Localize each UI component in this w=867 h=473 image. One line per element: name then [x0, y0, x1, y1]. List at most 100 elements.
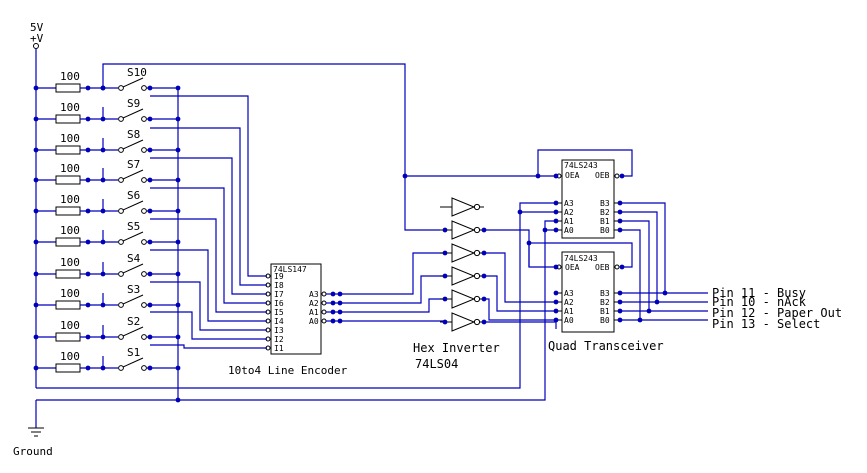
svg-text:B0: B0 [600, 316, 610, 325]
connector-pin-nack: Pin 10 - nAck [712, 295, 807, 309]
svg-text:B1: B1 [600, 217, 610, 226]
encoder-input-pin: I7 [274, 290, 284, 299]
resistor-value-label: 100 [60, 224, 80, 237]
switch-label: S6 [127, 189, 140, 202]
switch-label: S4 [127, 252, 141, 265]
transceiver-b-wires [620, 202, 708, 323]
power-terminal-icon [33, 43, 39, 49]
connector-pin-busy: Pin 11 - Busy [712, 286, 806, 300]
s10-enable-wire [100, 63, 556, 231]
connector-pin-paper-out: Pin 12 - Paper Out [712, 306, 842, 320]
resistor [55, 206, 81, 216]
switch-icon [118, 263, 147, 277]
switch-icon [118, 326, 147, 340]
switch-row: 100 S9 [33, 97, 181, 124]
encoder-output-pin: A3 [309, 290, 319, 299]
resistor [55, 332, 81, 342]
switch-label: S2 [127, 315, 140, 328]
switch-icon [118, 77, 147, 91]
resistor [55, 83, 81, 93]
switch-row: 100 S2 [33, 315, 181, 342]
resistor-value-label: 100 [60, 319, 80, 332]
svg-text:B2: B2 [600, 208, 610, 217]
switch-label: S3 [127, 283, 140, 296]
switch-icon [118, 139, 147, 153]
power-label-5v: 5V [30, 21, 44, 34]
switch-icon [118, 231, 147, 245]
resistor [55, 175, 81, 185]
encoder-input-pin: I1 [274, 344, 284, 353]
transceiver-top-part: 74LS243 [564, 161, 598, 170]
resistor [55, 363, 81, 373]
svg-text:B1: B1 [600, 307, 610, 316]
resistor [55, 114, 81, 124]
resistor-value-label: 100 [60, 287, 80, 300]
encoder-input-wires [150, 95, 267, 349]
encoder-output-pin: A1 [309, 308, 319, 317]
switch-label: S8 [127, 128, 140, 141]
encoder-output-pin: A0 [309, 317, 319, 326]
hex-inverter [440, 197, 487, 332]
switch-row: 100 S6 [33, 189, 181, 216]
switch-icon [118, 169, 147, 183]
resistor-value-label: 100 [60, 70, 80, 83]
connector-pin-labels: Pin 11 - Busy Pin 10 - nAck Pin 12 - Pap… [712, 286, 842, 331]
resistor-value-label: 100 [60, 193, 80, 206]
switch-label: S7 [127, 158, 140, 171]
encoder-input-pin: I3 [274, 326, 284, 335]
svg-text:B0: B0 [600, 226, 610, 235]
switch-label: S10 [127, 66, 147, 79]
svg-text:A0: A0 [564, 316, 574, 325]
resistor-value-label: 100 [60, 256, 80, 269]
svg-text:A2: A2 [564, 208, 574, 217]
switch-row: 100 S5 [33, 220, 181, 247]
ground-label: Ground [13, 445, 53, 458]
resistor-value-label: 100 [60, 162, 80, 175]
inverter-gate-icon [440, 266, 487, 286]
svg-text:A0: A0 [564, 226, 574, 235]
encoder-input-pin: I4 [274, 317, 284, 326]
connector-pin-select: Pin 13 - Select [712, 317, 820, 331]
switch-row: 100 S7 [33, 158, 181, 185]
switch-icon [118, 294, 147, 308]
svg-text:B2: B2 [600, 298, 610, 307]
svg-text:A1: A1 [564, 307, 574, 316]
svg-text:A3: A3 [564, 289, 574, 298]
transceiver-enable-wires [528, 149, 633, 268]
encoder-part-label: 74LS147 [273, 265, 307, 274]
transceiver-a-wires [36, 202, 556, 401]
svg-text:OEA: OEA [565, 263, 580, 272]
svg-text:A2: A2 [564, 298, 574, 307]
resistor [55, 145, 81, 155]
ground-icon [28, 427, 44, 437]
switch-label: S5 [127, 220, 140, 233]
svg-text:B3: B3 [600, 199, 610, 208]
svg-text:OEB: OEB [595, 171, 610, 180]
switch-icon [118, 108, 147, 122]
inverter-part-label: 74LS04 [415, 357, 458, 371]
switch-icon [118, 200, 147, 214]
encoder-input-pin: I2 [274, 335, 284, 344]
inverter-gate-icon [440, 243, 487, 263]
encoder-output-pin: A2 [309, 299, 319, 308]
svg-text:B3: B3 [600, 289, 610, 298]
switch-row: 100 S3 [33, 283, 181, 310]
inverter-gate-icon [440, 197, 484, 217]
resistor-value-label: 100 [60, 101, 80, 114]
resistor [55, 300, 81, 310]
switch-label: S1 [127, 346, 140, 359]
switch-label: S9 [127, 97, 140, 110]
inverter-gate-icon [440, 289, 487, 309]
encoder-input-pin: I5 [274, 308, 284, 317]
encoder-name-label: 10to4 Line Encoder [228, 364, 348, 377]
power-supply: 5V +V [30, 21, 44, 388]
inverter-gate-icon [440, 312, 487, 332]
switch-icon [118, 357, 147, 371]
encoder-input-pin: I6 [274, 299, 284, 308]
